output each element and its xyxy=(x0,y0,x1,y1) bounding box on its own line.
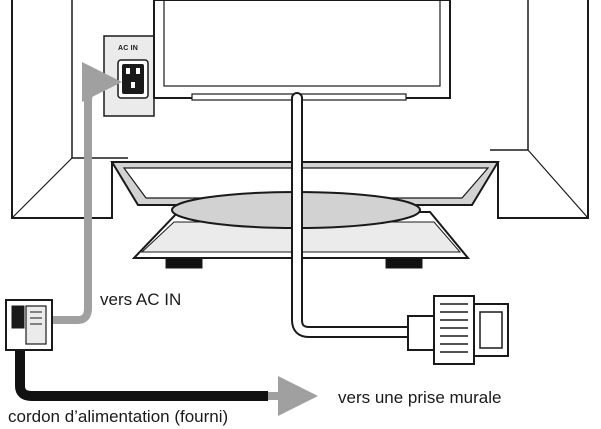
arrow-to-ac-in xyxy=(50,62,122,324)
stand-foot-right xyxy=(385,257,423,269)
monitor-outer-left xyxy=(11,0,113,219)
vga-connector-icon[interactable] xyxy=(407,295,509,365)
vga-cable xyxy=(291,92,418,338)
rear-panel xyxy=(153,0,451,101)
power-plug-icon xyxy=(5,299,53,351)
monitor-outer-right xyxy=(497,0,589,219)
label-to-wall-outlet: vers une prise murale xyxy=(338,388,502,407)
rear-panel-inner xyxy=(163,0,441,87)
base-inner-trapezoid xyxy=(122,167,490,199)
rear-panel-outer xyxy=(153,0,451,99)
socket-label: AC IN xyxy=(118,45,139,52)
monitor-base xyxy=(110,161,500,206)
monitor-rear xyxy=(11,0,589,219)
monitor-inner-right xyxy=(490,0,529,151)
monitor-side-bevel-left xyxy=(11,157,73,219)
iec-power-socket-icon[interactable] xyxy=(117,59,149,99)
monitor-side-bevel-right xyxy=(527,149,589,219)
stand-foot-left xyxy=(165,257,203,269)
power-cord xyxy=(15,348,268,401)
label-power-cord: cordon d’alimentation (fourni) xyxy=(8,407,229,426)
label-to-ac-in: vers AC IN xyxy=(100,290,182,309)
